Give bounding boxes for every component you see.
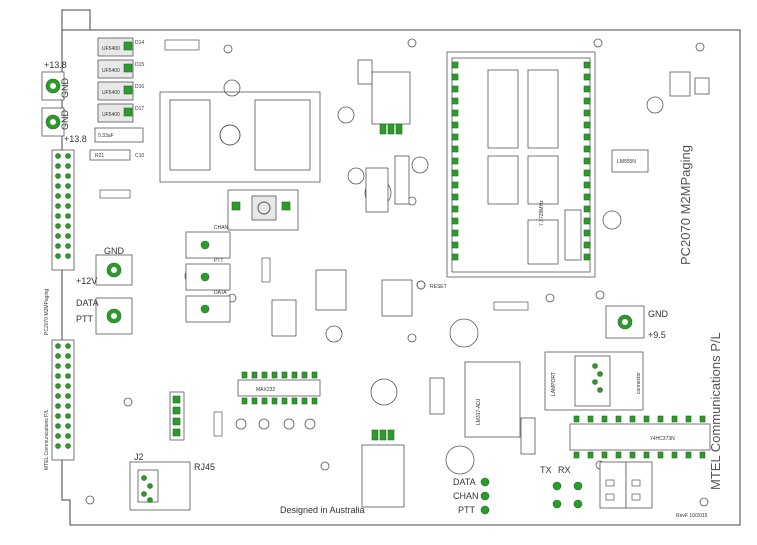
label-gnd-left: GND	[60, 110, 70, 131]
lamport-connector	[544, 351, 644, 411]
led-block	[185, 231, 231, 323]
label-lm555: LM555N	[617, 159, 636, 165]
board-title: PC2070 M2MPaging	[678, 145, 693, 265]
svg-text:UF5400: UF5400	[102, 90, 120, 96]
svg-text:D15: D15	[135, 62, 144, 68]
label-12v: +12V	[76, 276, 97, 286]
power-terminal-top	[41, 71, 65, 137]
label-gnd-right: GND	[648, 309, 669, 319]
svg-text:UF5400: UF5400	[102, 46, 120, 52]
label-revision: RevF 10/2015	[676, 513, 708, 519]
label-designed: Designed in Australia	[280, 505, 365, 515]
label-rx: RX	[558, 465, 571, 475]
regulator-u1	[227, 189, 299, 231]
label-crystal: 7.3728MHz	[539, 200, 545, 226]
label-lm317: LM317-ADJ	[476, 398, 482, 425]
transformer-block	[159, 91, 321, 183]
label-gnd-top: GND	[60, 78, 70, 99]
svg-text:C10: C10	[135, 153, 144, 159]
svg-text:UF5400: UF5400	[102, 68, 120, 74]
svg-text:R21: R21	[95, 153, 104, 159]
caps-row	[235, 418, 316, 430]
label-data-led: DATA	[453, 477, 476, 487]
reset-button[interactable]: RESET	[416, 280, 447, 290]
svg-text:D16: D16	[135, 84, 144, 90]
header-left-top	[51, 149, 75, 271]
side-label-mtel: MTEL Communications P/L	[44, 409, 50, 470]
module-u6	[446, 51, 596, 278]
label-j2: J2	[134, 452, 144, 462]
header-left-bottom	[51, 339, 75, 461]
chip-74hc373	[569, 415, 711, 459]
led-indicators	[480, 461, 653, 515]
terminal-data-ptt	[95, 297, 133, 335]
label-connector: connector	[636, 372, 642, 394]
board-company: MTEL Communications P/L	[708, 332, 723, 490]
rj45-connector	[129, 461, 191, 511]
svg-text:D17: D17	[135, 106, 144, 112]
svg-text:D14: D14	[135, 40, 144, 46]
regulator-u3	[361, 429, 405, 508]
power-terminal-right	[605, 305, 645, 339]
label-chan-small: CHAN	[214, 225, 229, 231]
terminal-12v	[95, 254, 133, 286]
label-data-small: DATA	[214, 290, 227, 296]
header-u59	[169, 391, 185, 441]
label-ptt-small: PTT	[214, 258, 223, 264]
side-label-m2m: PC2070 M2MPaging	[44, 289, 50, 335]
svg-text:0.33uF: 0.33uF	[98, 133, 114, 139]
center-ics	[271, 59, 413, 337]
electrolytic-caps	[184, 79, 479, 475]
regulator-u4	[429, 361, 536, 455]
label-tx: TX	[540, 465, 552, 475]
svg-text:UF5400: UF5400	[102, 112, 120, 118]
label-max232: MAX232	[256, 387, 275, 393]
label-13v8-b: +13.8	[64, 134, 87, 144]
label-ptt: PTT	[76, 314, 94, 324]
label-chan-led: CHAN	[453, 491, 479, 501]
label-74hc373: 74HC373N	[650, 436, 675, 442]
right-ic-area	[602, 71, 710, 230]
label-9v5: +9.5	[648, 330, 666, 340]
label-gnd-mid: GND	[104, 246, 125, 256]
board-outline	[61, 29, 741, 526]
label-lamport: LAMPORT	[551, 372, 557, 396]
chip-max232	[237, 371, 321, 405]
resistors	[99, 39, 641, 501]
label-reset: RESET	[430, 284, 447, 290]
diode-block: UF5400 UF5400 UF5400 UF5400 D14 D15 D16 …	[97, 37, 144, 123]
label-13v8: +13.8	[44, 60, 67, 70]
label-data: DATA	[76, 298, 99, 308]
regulator-u2	[371, 71, 411, 135]
label-ptt-led: PTT	[458, 505, 476, 515]
label-rj45: RJ45	[194, 462, 215, 472]
